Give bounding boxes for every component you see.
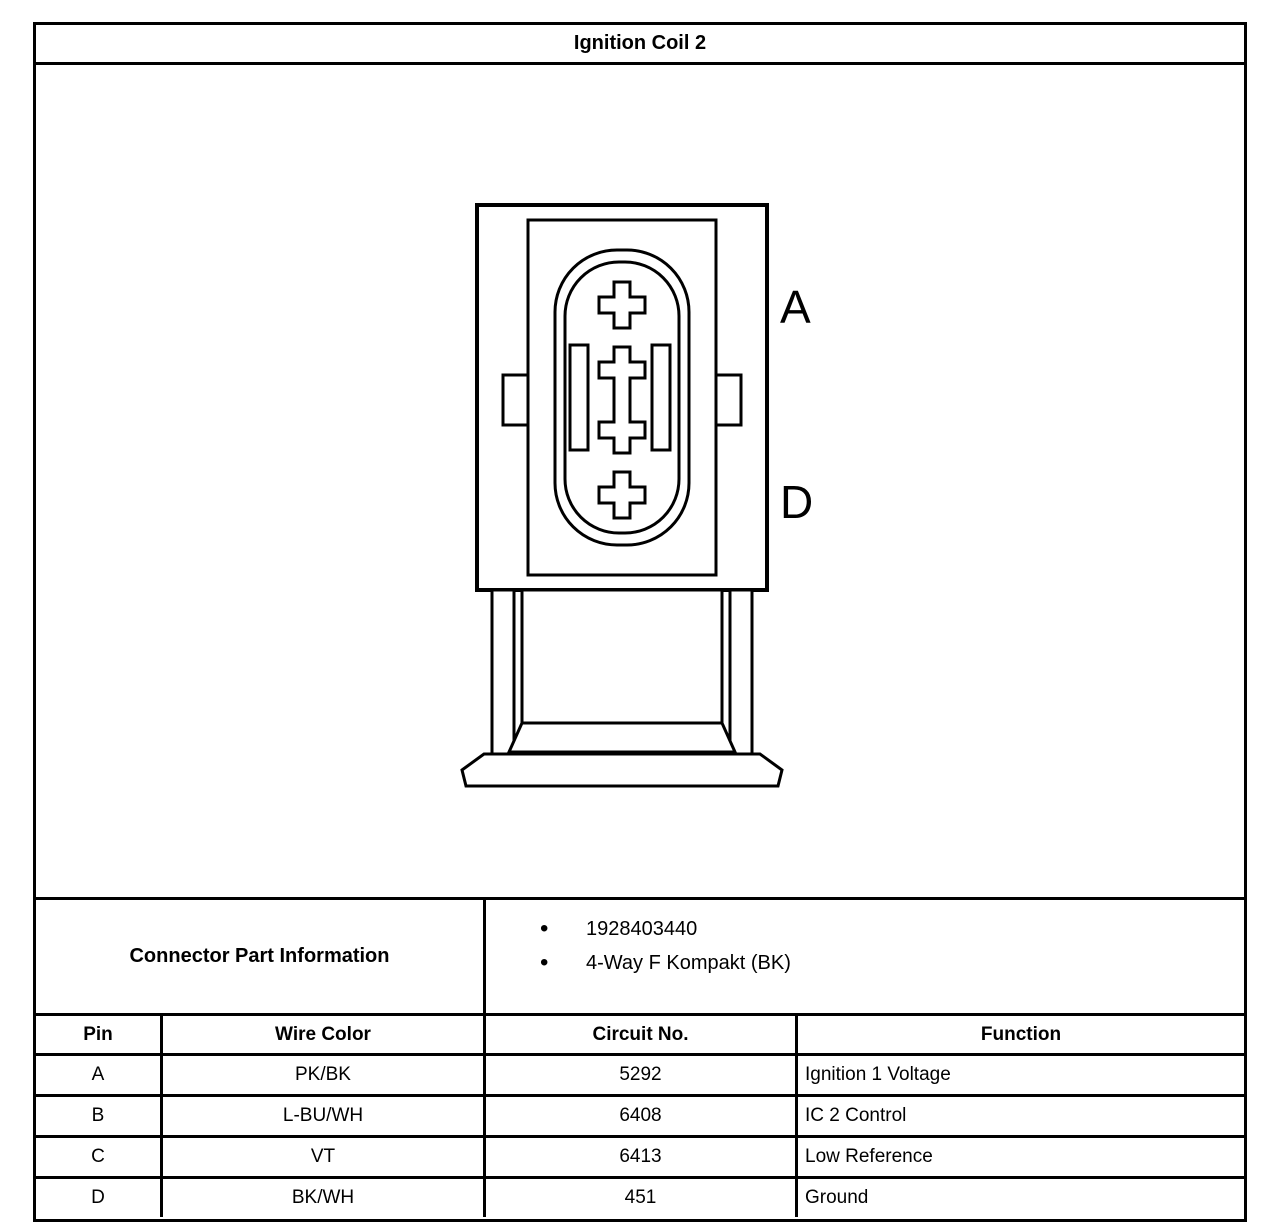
pin-cell: D <box>36 1179 163 1217</box>
table-row: D BK/WH 451 Ground <box>36 1176 1244 1217</box>
part-info-list: 1928403440 4-Way F Kompakt (BK) <box>486 900 1244 1013</box>
table-row: C VT 6413 Low Reference <box>36 1135 1244 1176</box>
header-circuit-no: Circuit No. <box>486 1016 798 1053</box>
page-title: Ignition Coil 2 <box>36 25 1244 65</box>
table-header-row: Pin Wire Color Circuit No. Function <box>36 1013 1244 1053</box>
terminal-d-cross <box>597 470 647 520</box>
part-info-item: 1928403440 <box>540 914 1244 944</box>
left-leg <box>490 588 516 760</box>
pin-d-label: D <box>780 476 813 528</box>
part-info-item: 4-Way F Kompakt (BK) <box>540 948 1244 978</box>
function-cell: Ignition 1 Voltage <box>805 1064 951 1085</box>
base-flange <box>460 752 784 788</box>
connector-sheet: Ignition Coil 2 <box>33 22 1247 1222</box>
function-cell: Low Reference <box>805 1146 933 1167</box>
connector-part-info-row: Connector Part Information 1928403440 4-… <box>36 897 1244 1013</box>
header-pin: Pin <box>36 1016 163 1053</box>
part-number: 1928403440 <box>586 918 698 940</box>
part-description: 4-Way F Kompakt (BK) <box>586 952 791 974</box>
wire-color-cell: VT <box>163 1138 486 1176</box>
wire-color-cell: L-BU/WH <box>163 1097 486 1135</box>
header-wire-color: Wire Color <box>163 1016 486 1053</box>
pin-cell: C <box>36 1138 163 1176</box>
left-key-rib <box>568 343 590 452</box>
header-function: Function <box>980 1023 1062 1045</box>
wire-color-cell: PK/BK <box>163 1056 486 1094</box>
circuit-cell: 6413 <box>486 1138 798 1176</box>
connector-diagram-area: A D <box>36 65 1244 897</box>
table-row: A PK/BK 5292 Ignition 1 Voltage <box>36 1053 1244 1094</box>
connector-diagram: A D <box>460 203 813 788</box>
circuit-cell: 5292 <box>486 1056 798 1094</box>
part-info-label: Connector Part Information <box>36 900 486 1013</box>
right-leg <box>728 588 754 760</box>
lower-body <box>520 588 724 737</box>
pin-cell: A <box>36 1056 163 1094</box>
terminal-b-c-crosses <box>597 345 647 455</box>
pin-cell: B <box>36 1097 163 1135</box>
function-cell: Ground <box>805 1187 869 1208</box>
function-cell: IC 2 Control <box>805 1105 907 1126</box>
lower-step <box>506 721 738 754</box>
right-key-rib <box>650 343 672 452</box>
pin-a-label: A <box>780 281 811 333</box>
circuit-cell: 451 <box>486 1179 798 1217</box>
wire-color-cell: BK/WH <box>163 1179 486 1217</box>
table-row: B L-BU/WH 6408 IC 2 Control <box>36 1094 1244 1135</box>
right-latch-tab <box>714 373 743 427</box>
left-latch-tab <box>501 373 530 427</box>
terminal-a-cross <box>597 280 647 330</box>
circuit-cell: 6408 <box>486 1097 798 1135</box>
